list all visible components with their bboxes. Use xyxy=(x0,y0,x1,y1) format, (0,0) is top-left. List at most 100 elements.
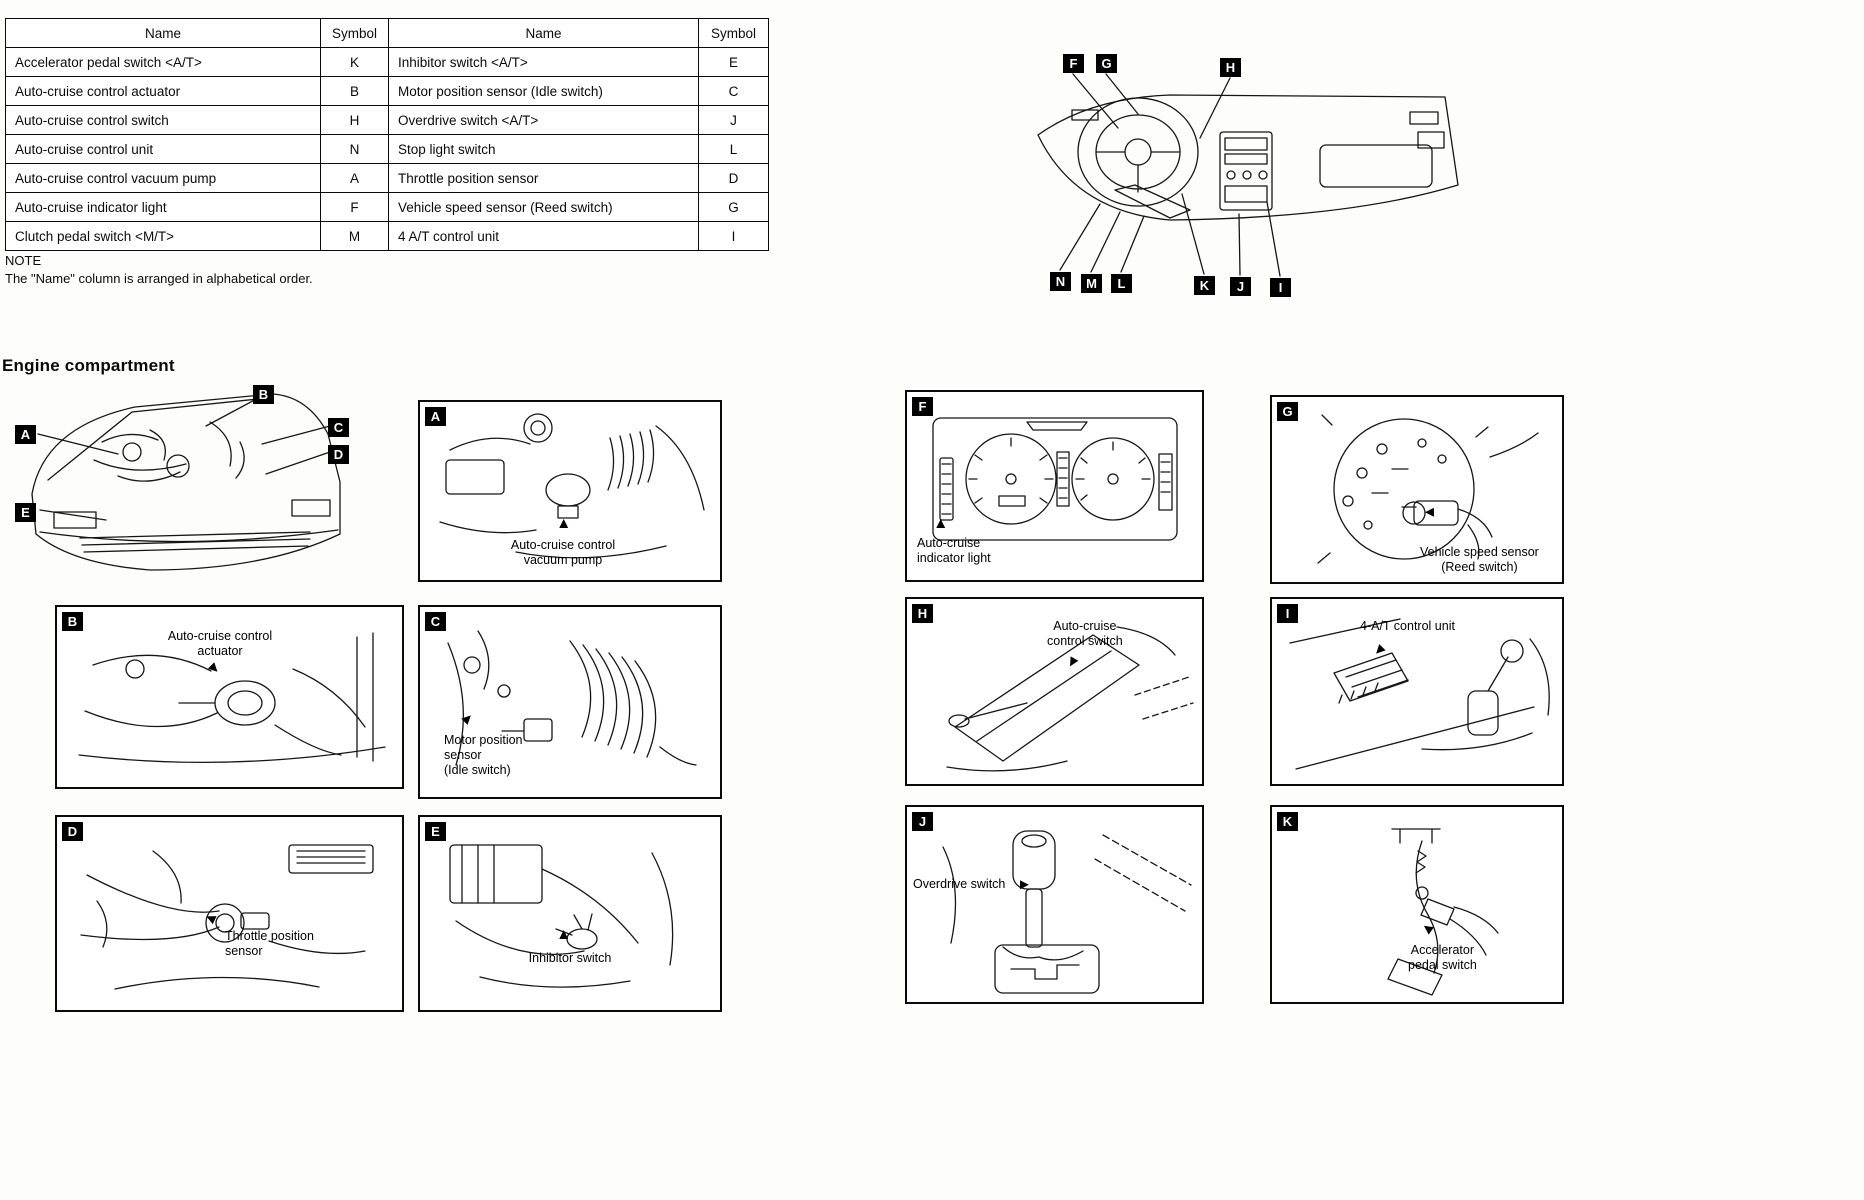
shift-lever-line-art xyxy=(942,830,1192,994)
table-row: Auto-cruise control actuator B Motor pos… xyxy=(5,76,769,106)
dash-callout-badge: J xyxy=(1230,277,1251,296)
header-name-1: Name xyxy=(5,18,321,48)
panel-motor-position-sensor: C ► Motor position sensor (Idle switch) xyxy=(418,605,722,799)
inhibitor-switch-line-art xyxy=(449,844,674,988)
instrument-cluster-line-art xyxy=(932,417,1178,541)
table-row: Clutch pedal switch <M/T> M 4 A/T contro… xyxy=(5,221,769,251)
dash-callout-badge: I xyxy=(1270,278,1291,297)
table-header-row: Name Symbol Name Symbol xyxy=(5,18,769,48)
panel-caption: Accelerator pedal switch xyxy=(1408,943,1477,972)
cell-symbol: K xyxy=(320,47,389,77)
panel-throttle-position-sensor: D ► Throttle position sensor xyxy=(55,815,404,1012)
cell-symbol: G xyxy=(698,192,769,222)
panel-letter-badge: A xyxy=(425,407,446,426)
table-row: Auto-cruise control unit N Stop light sw… xyxy=(5,134,769,164)
cell-symbol: I xyxy=(698,221,769,251)
panel-inhibitor-switch: E ► Inhibitor switch xyxy=(418,815,722,1012)
cell-symbol: D xyxy=(698,163,769,193)
overview-callout-badge: E xyxy=(15,503,36,522)
panel-caption: 4-A/T control unit xyxy=(1360,619,1455,633)
control-unit-line-art xyxy=(1289,618,1550,770)
panel-cruise-control-switch: H ► Auto-cruise control switch xyxy=(905,597,1204,786)
cruise-actuator-line-art xyxy=(78,632,386,763)
panel-caption: Auto-cruise control actuator xyxy=(167,629,273,658)
pointer-arrow-icon: ► xyxy=(931,516,949,531)
cell-name: Auto-cruise control vacuum pump xyxy=(5,163,321,193)
header-symbol-2: Symbol xyxy=(698,18,769,48)
cell-symbol: C xyxy=(698,76,769,106)
cell-name: Auto-cruise control unit xyxy=(5,134,321,164)
cell-name: Motor position sensor (Idle switch) xyxy=(388,76,699,106)
overview-callout-badge: D xyxy=(328,445,349,464)
overview-callout-badge: B xyxy=(253,385,274,404)
cell-name: Overdrive switch <A/T> xyxy=(388,105,699,135)
panel-cruise-actuator: B ► Auto-cruise control actuator xyxy=(55,605,404,789)
panel-letter-badge: K xyxy=(1277,812,1298,831)
pointer-arrow-icon: ► xyxy=(554,516,572,531)
cell-name: Accelerator pedal switch <A/T> xyxy=(5,47,321,77)
panel-letter-badge: J xyxy=(912,812,933,831)
panel-cruise-indicator-light: F ► Auto-cruise indicator light xyxy=(905,390,1204,582)
column-switch-line-art xyxy=(946,626,1194,772)
note-label: NOTE xyxy=(5,253,42,268)
panel-letter-badge: D xyxy=(62,822,83,841)
component-location-table: Name Symbol Name Symbol Accelerator peda… xyxy=(5,18,769,251)
cell-name: Inhibitor switch <A/T> xyxy=(388,47,699,77)
panel-vacuum-pump: A ► Auto-cruise control vacuum pump xyxy=(418,400,722,582)
dashboard-illustration: F G H N M L K J I xyxy=(1020,40,1470,305)
panel-caption: Auto-cruise control vacuum pump xyxy=(510,538,616,567)
cell-name: Throttle position sensor xyxy=(388,163,699,193)
panel-caption: Throttle position sensor xyxy=(225,929,314,958)
header-name-2: Name xyxy=(388,18,699,48)
dash-callout-badge: N xyxy=(1050,272,1071,291)
panel-letter-badge: F xyxy=(912,397,933,416)
pointer-arrow-icon: ► xyxy=(1017,876,1032,893)
throttle-position-sensor-line-art xyxy=(80,844,374,990)
speed-sensor-line-art xyxy=(1317,414,1539,564)
motor-position-sensor-line-art xyxy=(447,630,697,766)
panel-caption: Inhibitor switch xyxy=(528,951,612,965)
cell-name: Auto-cruise control actuator xyxy=(5,76,321,106)
panel-letter-badge: E xyxy=(425,822,446,841)
cell-symbol: E xyxy=(698,47,769,77)
dash-callout-badge: M xyxy=(1081,274,1102,293)
panel-caption: Motor position sensor (Idle switch) xyxy=(444,733,523,777)
panel-letter-badge: C xyxy=(425,612,446,631)
panel-caption: Auto-cruise indicator light xyxy=(917,536,991,565)
pointer-arrow-icon: ► xyxy=(1422,504,1437,521)
dash-callout-badge: G xyxy=(1096,54,1117,73)
overview-callout-badge: A xyxy=(15,425,36,444)
engine-overview-line-art xyxy=(31,393,341,571)
panel-vehicle-speed-sensor: G ► Vehicle speed sensor (Reed switch) xyxy=(1270,395,1564,584)
vacuum-pump-line-art xyxy=(439,413,705,559)
cell-symbol: F xyxy=(320,192,389,222)
section-title: Engine compartment xyxy=(2,356,175,375)
panel-letter-badge: G xyxy=(1277,402,1298,421)
cell-symbol: M xyxy=(320,221,389,251)
panel-letter-badge: B xyxy=(62,612,83,631)
cell-symbol: L xyxy=(698,134,769,164)
dashboard-line-art xyxy=(1037,73,1459,277)
panel-overdrive-switch: J ► Overdrive switch xyxy=(905,805,1204,1004)
dash-callout-badge: H xyxy=(1220,58,1241,77)
dash-callout-badge: L xyxy=(1111,274,1132,293)
cell-name: Clutch pedal switch <M/T> xyxy=(5,221,321,251)
dash-callout-badge: F xyxy=(1063,54,1084,73)
cell-symbol: A xyxy=(320,163,389,193)
cell-name: Auto-cruise indicator light xyxy=(5,192,321,222)
cell-symbol: B xyxy=(320,76,389,106)
panel-4at-control-unit: I ► 4-A/T control unit xyxy=(1270,597,1564,786)
cell-name: Stop light switch xyxy=(388,134,699,164)
note-text: The "Name" column is arranged in alphabe… xyxy=(5,271,313,287)
panel-accelerator-pedal-switch: K ► Accelerator pedal switch xyxy=(1270,805,1564,1004)
table-note: NOTE The "Name" column is arranged in al… xyxy=(5,252,313,288)
panel-caption: Overdrive switch xyxy=(913,877,1006,891)
overview-callout-badge: C xyxy=(328,418,349,437)
table-row: Auto-cruise control switch H Overdrive s… xyxy=(5,105,769,135)
dash-callout-badge: K xyxy=(1194,276,1215,295)
cell-name: 4 A/T control unit xyxy=(388,221,699,251)
cell-name: Auto-cruise control switch xyxy=(5,105,321,135)
cell-symbol: H xyxy=(320,105,389,135)
pedal-switch-line-art xyxy=(1387,828,1499,996)
